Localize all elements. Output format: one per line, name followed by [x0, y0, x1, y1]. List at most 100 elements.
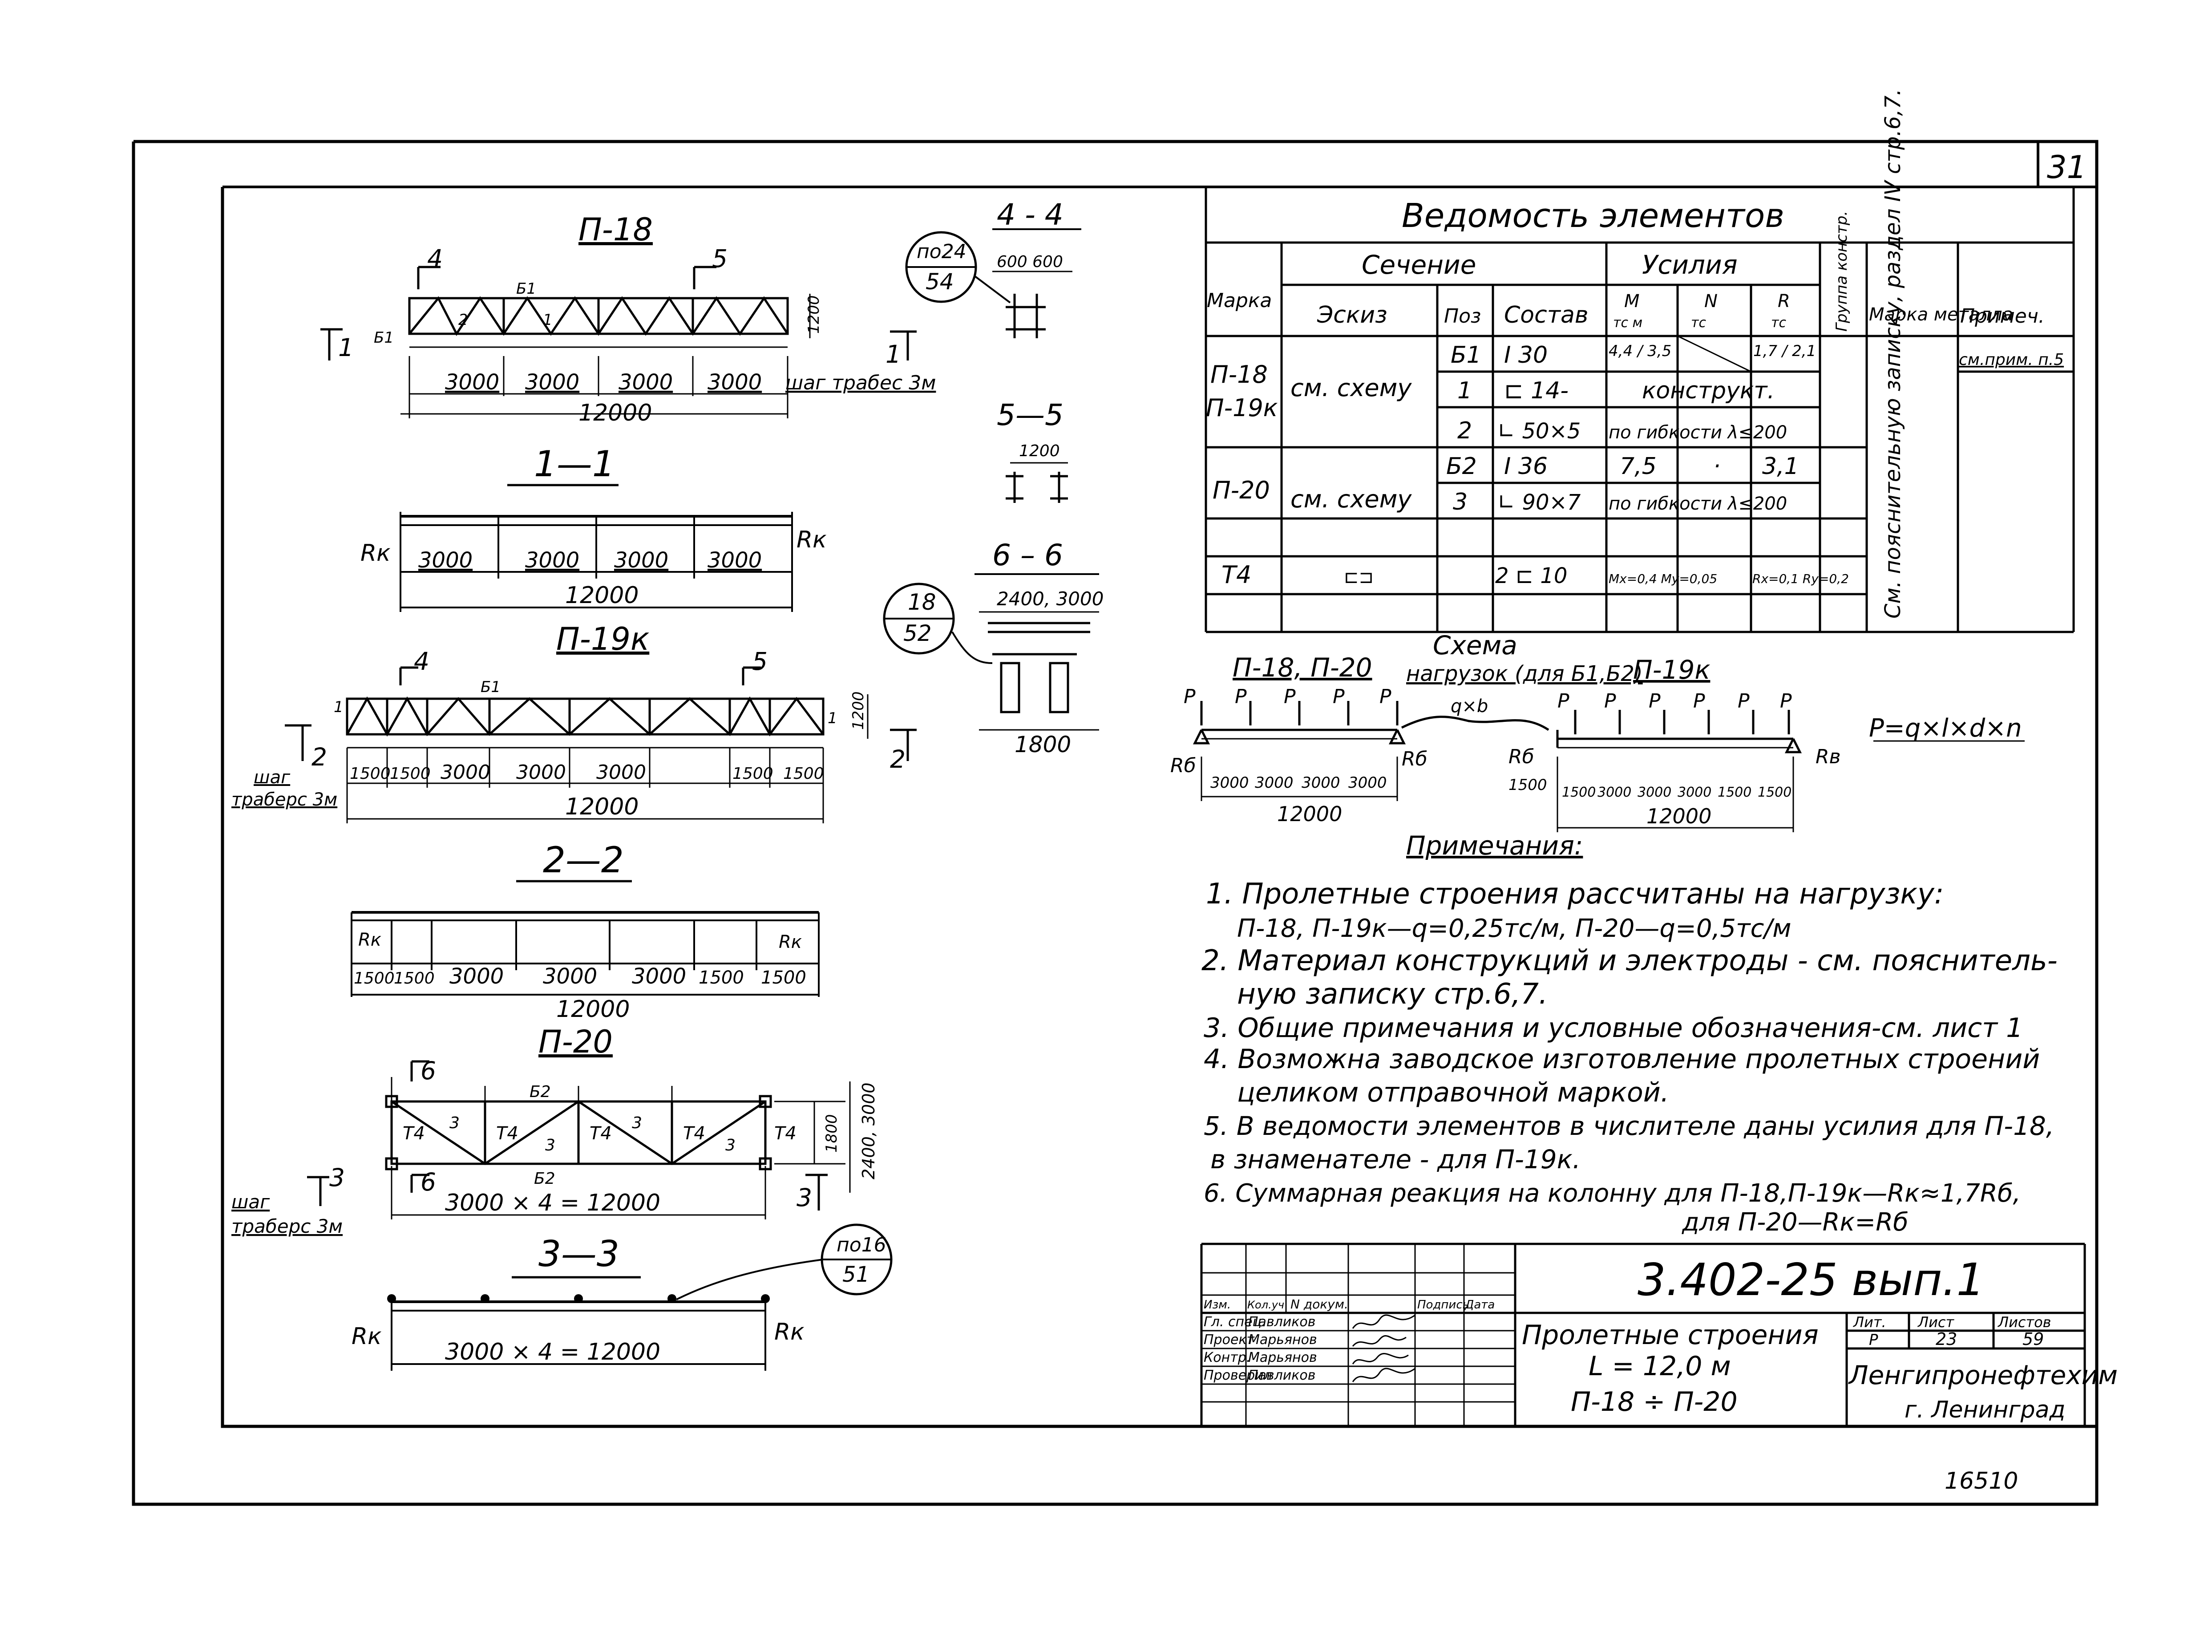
tr1-sostav: I 30	[1504, 342, 1548, 368]
table-title: Ведомость элементов	[1402, 197, 1784, 235]
th-sechenie: Сечение	[1362, 250, 1476, 280]
stamp-lit: Р	[1869, 1331, 1878, 1349]
note-line-9: 6. Суммарная реакция на колонну для П-18…	[1204, 1179, 2021, 1208]
p19k-title: П-19к	[556, 621, 649, 657]
stamp-h-doc: N докум.	[1290, 1297, 1348, 1312]
p19k-d3000-2: 3000	[516, 761, 566, 784]
section-1-1: 1—1 Rк Rк 3000 3000 3000 3000 12000	[360, 443, 827, 612]
load-p-8: P	[1649, 690, 1661, 713]
tr6-r: Rx=0,1 Ry=0,2	[1752, 571, 1849, 586]
p19k-b1-label: Б1	[481, 678, 501, 696]
tr1-marka-a: П-18	[1210, 360, 1268, 389]
tr3-m: по гибкости λ≤200	[1609, 422, 1787, 443]
d55-section	[1006, 462, 1068, 503]
title-stamp: Изм. Кол.уч N докум. Подпись Дата Гл. сп…	[1200, 1243, 2118, 1426]
s22-d1500-3: 1500	[699, 968, 744, 988]
tr1-marka-b: П-19к	[1206, 394, 1278, 422]
s22-rk-right: Rк	[779, 932, 802, 952]
s22-d1500-4: 1500	[761, 968, 806, 988]
p19k-step2: траберc 3м	[231, 790, 337, 810]
th-m-unit: тс м	[1613, 315, 1642, 331]
stamp-h-izm: Изм.	[1204, 1298, 1231, 1312]
load-p-5: P	[1379, 685, 1391, 708]
detail-6-6: 6 – 6 2400, 3000 1800 18 52	[883, 538, 1104, 757]
note-line-2: 2. Материал конструкций и электроды - см…	[1201, 944, 2058, 977]
th-r-unit: тс	[1771, 315, 1786, 331]
note-line-10: для П-20—Rк=Rб	[1682, 1208, 1909, 1237]
stamp-title-1: Пролетные строения	[1522, 1320, 1819, 1351]
p18-span-3: 3000	[619, 370, 673, 395]
tr4-m: 7,5	[1620, 453, 1657, 480]
p18-sec4: 4	[427, 244, 443, 273]
load-d1500-1: 1500	[1508, 776, 1547, 794]
stamp-grid	[1200, 1243, 2086, 1426]
stamp-title-3: П-18 ÷ П-20	[1571, 1386, 1738, 1417]
load-total-2: 12000	[1646, 804, 1711, 828]
stamp-code: 3.402-25 вып.1	[1638, 1254, 1985, 1306]
p20-height-1: 1800	[823, 1114, 841, 1153]
s33-rk-left: Rк	[352, 1323, 382, 1350]
load-p-3: P	[1284, 685, 1296, 708]
s22-d1500-1: 1500	[354, 969, 395, 988]
d66-ref-bot: 52	[903, 620, 932, 646]
stamp-sheet: 23	[1936, 1329, 1957, 1349]
s33-purlins	[387, 1294, 770, 1303]
notes-title: Примечания:	[1406, 830, 1583, 861]
d55-dim: 1200	[1019, 442, 1060, 460]
th-usiliya: Усилия	[1642, 250, 1738, 280]
p18-b1-label: Б1	[516, 280, 536, 298]
d66-dims: 2400, 3000	[997, 588, 1104, 610]
p19k-sec2-right: 2	[890, 745, 906, 773]
p18-truss	[320, 266, 917, 418]
th-prim: Примеч.	[1960, 305, 2045, 328]
p18-pos1: 1	[543, 311, 553, 329]
bottom-number: 16510	[1945, 1468, 2018, 1494]
p19k-d3000-1: 3000	[441, 761, 490, 784]
tr4-eskiz: см. схему	[1290, 485, 1412, 513]
p18-total: 12000	[578, 400, 652, 426]
section-3-3: 3—3 Rк Rк 3000 × 4 = 12000 по16 51	[352, 1223, 893, 1371]
detail-4-4: 4 - 4 600 600 по24 54	[905, 198, 1081, 338]
load-d3000-1: 3000	[1210, 774, 1249, 792]
tr2-sostav: ⊏ 14-	[1504, 377, 1569, 404]
load-p-4: P	[1333, 685, 1345, 708]
th-marka: Марка	[1207, 289, 1272, 312]
th-group: Группа констр.	[1833, 211, 1851, 332]
load-rb2: Rв	[1816, 745, 1841, 768]
note-line-4: 3. Общие примечания и условные обозначен…	[1204, 1012, 2023, 1044]
s33-rk-right: Rк	[774, 1319, 805, 1345]
p18-sec1-right: 1	[886, 340, 901, 368]
s22-lines	[351, 880, 820, 997]
tr1-poz: Б1	[1451, 342, 1481, 368]
table-group-note: См. пояснительную записку, раздел IV стр…	[1880, 89, 1905, 619]
load-label-1: П-18, П-20	[1233, 652, 1372, 683]
p19k-total: 12000	[565, 794, 639, 820]
p18-sec1-left: 1	[338, 333, 354, 362]
view-p20: П-20 6 6 Б2 Б2 T4 T4 T4 T4 T4 3	[231, 1024, 878, 1237]
p20-sec3-right: 3	[797, 1183, 812, 1212]
p19k-pos1-left: 1	[334, 698, 344, 716]
tr5-sostav: ∟ 90×7	[1497, 490, 1581, 515]
load-d3000-4: 3000	[1348, 774, 1387, 792]
th-n: N	[1704, 291, 1718, 312]
tr4-n: ·	[1713, 453, 1721, 480]
sheet-corner-number: 31	[2047, 149, 2087, 186]
note-line-3: ную записку стр.6,7.	[1237, 978, 1548, 1011]
note-line-8: в знаменателе - для П-19к.	[1210, 1144, 1581, 1174]
note-line-7: 5. В ведомости элементов в числителе дан…	[1204, 1111, 2054, 1141]
th-metal: Марка металла	[1869, 304, 2013, 325]
table-grid	[1205, 187, 2075, 633]
stamp-title-2: L = 12,0 м	[1589, 1351, 1731, 1382]
p19k-height: 1200	[849, 691, 867, 730]
s33-title: 3—3	[538, 1233, 619, 1275]
p19k-sec2-left: 2	[311, 743, 327, 771]
p18-span-2: 3000	[525, 370, 579, 395]
s22-d3000-2: 3000	[543, 964, 597, 989]
s22-d3000-1: 3000	[449, 964, 504, 989]
table-prim-note: см.прим. п.5	[1959, 351, 2064, 369]
p19k-step1: шаг	[254, 767, 291, 788]
p20-pos3-1: 3	[449, 1114, 460, 1132]
tr1-m: 4,4 / 3,5	[1609, 342, 1671, 360]
stamp-name-3: Марьянов	[1248, 1350, 1317, 1365]
load-rb-right: Rб	[1508, 745, 1534, 768]
